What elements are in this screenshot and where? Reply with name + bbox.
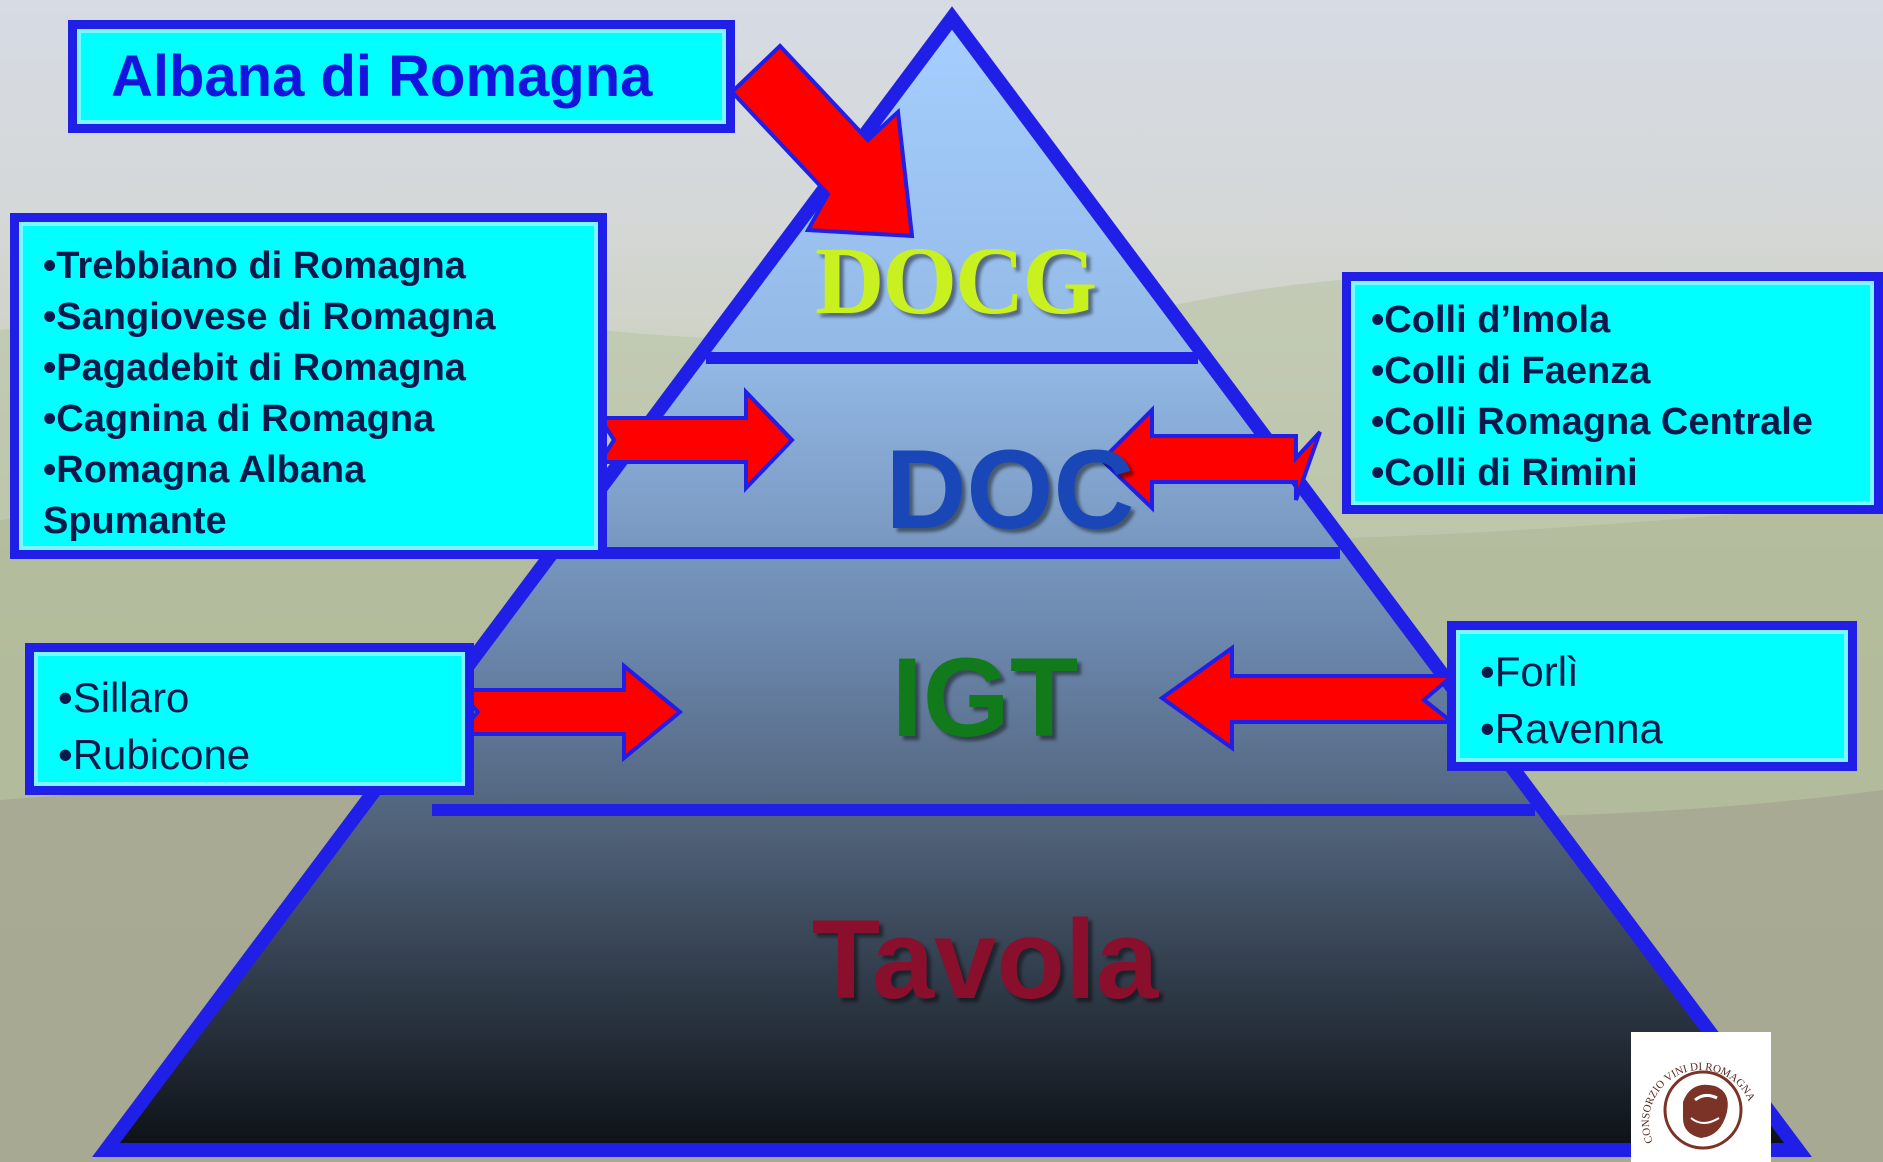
callout-doc-right: •Colli d’Imola •Colli di Faenza •Colli R… [1342,272,1883,514]
list-item: •Trebbiano di Romagna [43,245,466,287]
list-item: •Colli Romagna Centrale [1371,401,1813,443]
callout-docg-title: Albana di Romagna [111,44,653,109]
list-item: •Pagadebit di Romagna [43,347,466,389]
list-item: •Romagna Albana Spumante [43,449,366,542]
tier-label-igt: IGT [891,635,1079,760]
callout-igt-left: •Sillaro •Rubicone [25,643,474,795]
list-item: •Colli di Faenza [1371,350,1651,392]
arrow-doc-left-icon [596,387,795,493]
consortium-logo: CONSORZIO VINI DI ROMAGNA [1631,1032,1771,1162]
callout-igt-right: •Forlì •Ravenna [1447,621,1857,771]
arrow-docg-icon [729,43,915,239]
arrow-igt-right-icon [1158,644,1458,752]
tier-label-tavola: Tavola [811,897,1159,1022]
list-item: •Sangiovese di Romagna [43,296,496,338]
list-item: •Cagnina di Romagna [43,398,435,440]
list-item: •Rubicone [58,731,251,778]
list-item: •Colli di Rimini [1371,452,1638,494]
tier-label-docg: DOCG [815,227,1097,334]
arrow-doc-right-icon [1099,405,1322,513]
tier-label-doc: DOC [885,427,1135,552]
callout-docg: Albana di Romagna [68,20,735,133]
callout-doc-left: •Trebbiano di Romagna •Sangiovese di Rom… [10,213,607,559]
list-item: •Colli d’Imola [1371,299,1611,341]
list-item: •Forlì [1480,648,1579,695]
logo-seal-icon: CONSORZIO VINI DI ROMAGNA [1640,1061,1757,1150]
list-item: •Sillaro [58,674,190,721]
list-item: •Ravenna [1480,705,1663,752]
pyramid-body [92,6,1812,1157]
